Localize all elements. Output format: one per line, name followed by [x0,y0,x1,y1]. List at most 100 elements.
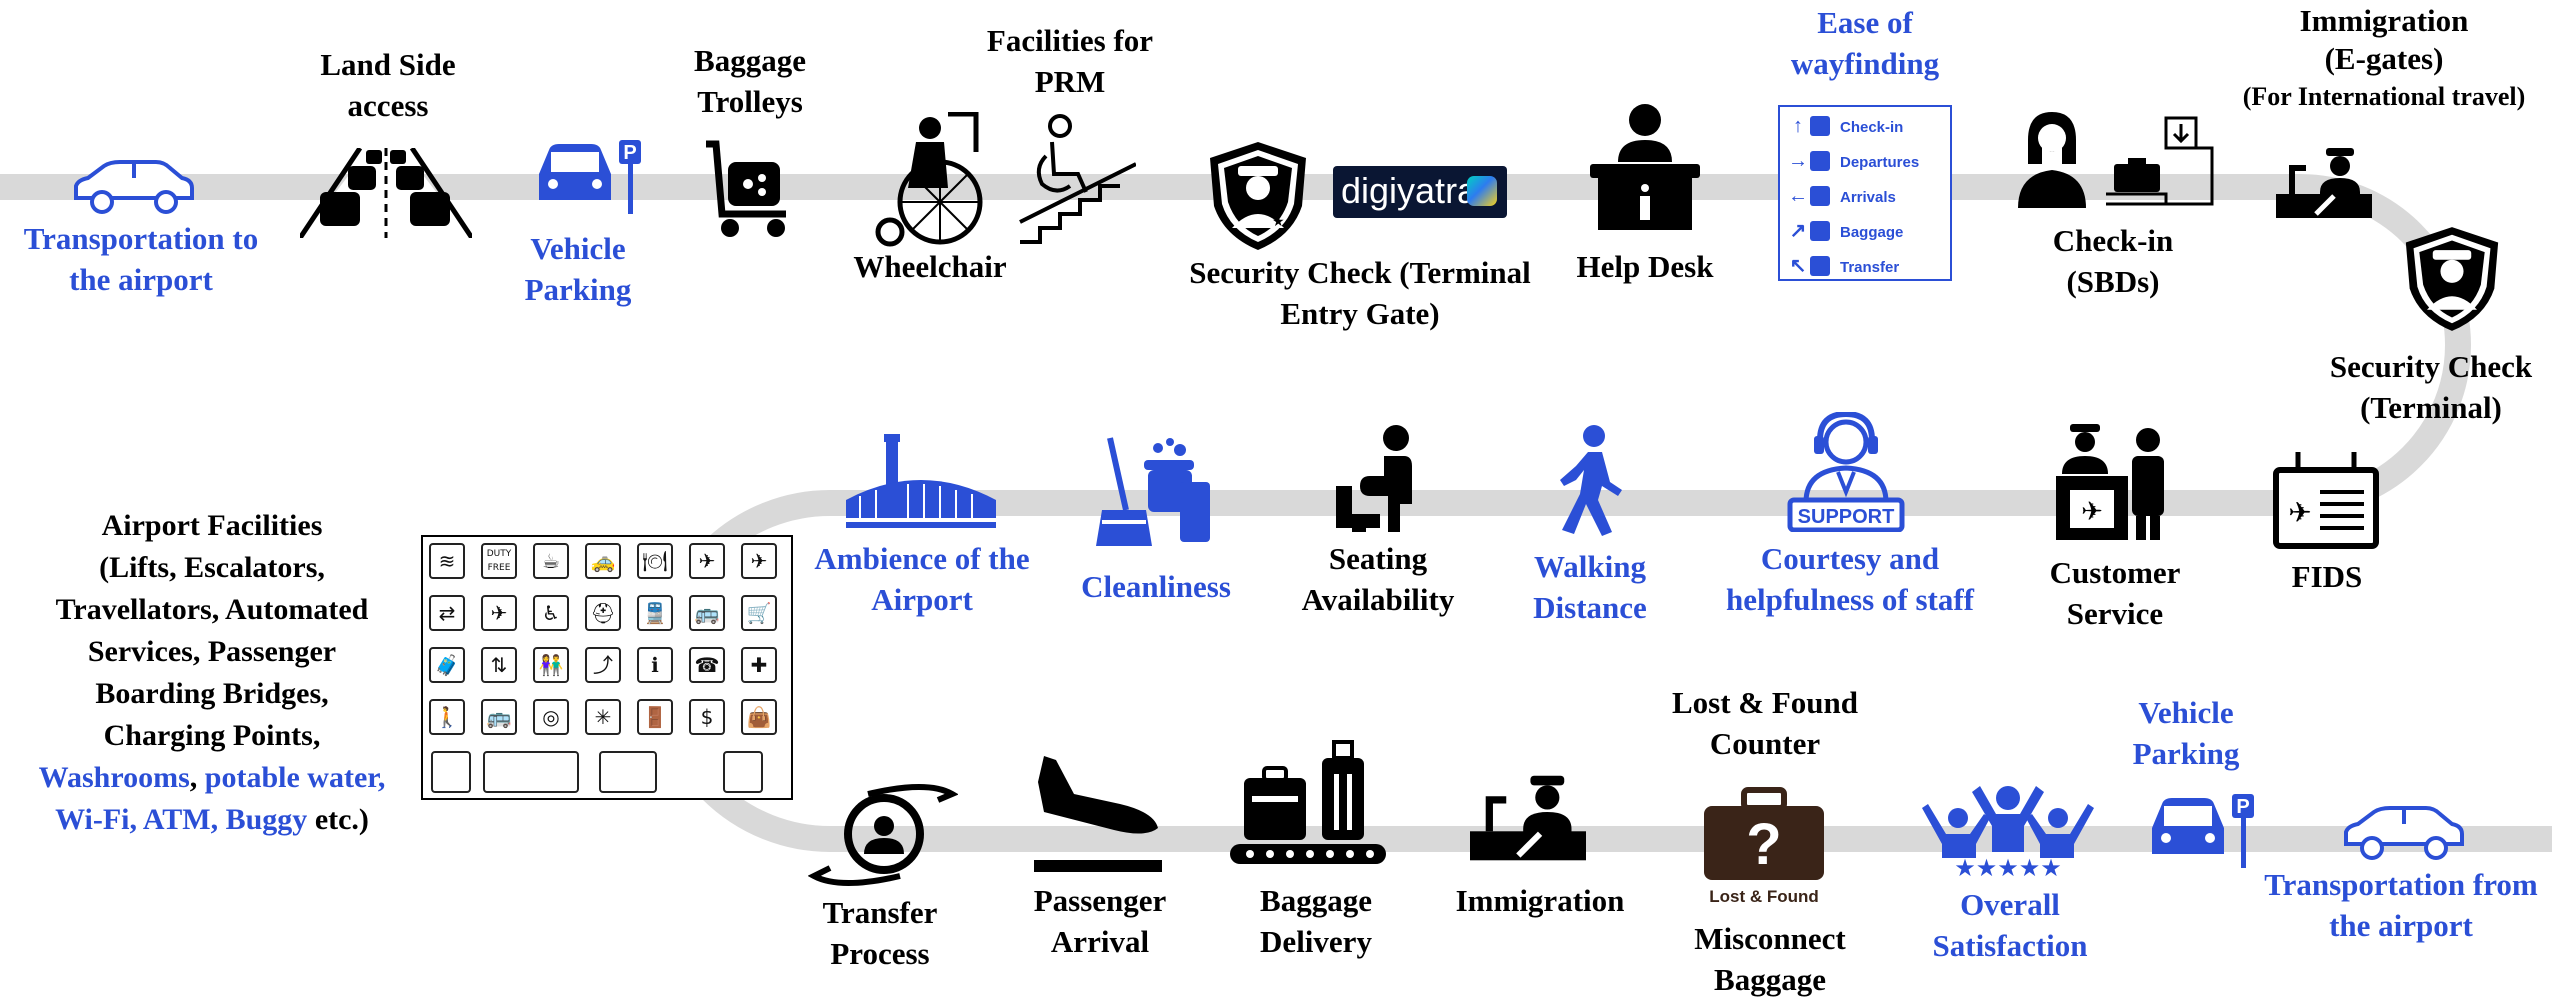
svg-text:?: ? [1746,812,1781,877]
facility-pictogram-icon: 🚶 [429,699,465,735]
wayfinding-row: ↑Check-in [1793,115,1904,137]
transfer-process-icon [808,780,958,890]
facility-pictogram-icon: ⛑ [585,595,621,631]
wayfinding-row: ↖Transfer [1789,255,1900,277]
svg-text:P: P [2236,796,2249,818]
facility-pictogram-icon: ♿ [533,595,569,631]
airport-building-icon [846,430,996,530]
facility-pictogram-icon: ☕ [533,543,569,579]
facility-pictogram-icon: ◎ [533,699,569,735]
facility-pictogram-icon: ✳ [585,699,621,735]
label-help-desk: Help Desk [1576,249,1714,284]
facility-pictogram-icon: ℹ [637,647,673,683]
facility-pictogram-icon: ✈ [481,595,517,631]
security-guard-icon: ★ [1206,140,1310,252]
car-icon [2340,806,2468,862]
no-smoking-icon [431,751,471,793]
wheelchair-icon [868,112,992,248]
seat-icon [1330,424,1424,534]
facility-pictogram-icon: 🚌 [481,699,517,735]
parking-icon: P [2148,792,2254,868]
parking-icon: P [535,138,641,214]
support-badge-text: SUPPORT [1798,506,1895,528]
arrival-plane-icon [1034,756,1162,874]
facility-pictogram-icon: 🍽 [637,543,673,579]
happy-crowd-icon: ★★★★★ [1920,778,2096,878]
baggage-delivery-icon [1230,740,1386,866]
label-cleanliness: Cleanliness [1081,569,1231,604]
svg-text:★: ★ [1272,215,1285,230]
departures-icon [1810,151,1830,171]
support-agent-icon: SUPPORT [1786,412,1906,532]
immigration-officer-icon [1470,768,1586,868]
transfer-icon [1810,256,1830,276]
svg-text:★★★★★: ★★★★★ [1954,856,2062,878]
help-desk-icon [1586,102,1704,230]
facility-pictogram-icon: ⇄ [429,595,465,631]
car-icon [70,160,198,216]
wayfinding-sign: ↑Check-in →Departures ←Arrivals ↗Baggage… [1778,105,1952,281]
facility-pictogram-icon: ⇅ [481,647,517,683]
checkin-icon [1810,116,1830,136]
svg-text:✈: ✈ [2288,498,2311,529]
customer-service-icon: ✈ [2056,424,2176,540]
facility-pictogram-icon: 🛒 [741,595,777,631]
baggage-icon [1810,221,1830,241]
svg-text:✈: ✈ [2081,497,2103,526]
walking-person-icon [1554,424,1626,536]
facility-pictogram-icon: 🧳 [429,647,465,683]
facility-pictogram-icon: 👫 [533,647,569,683]
facility-pictogram-icon: ✈ [741,543,777,579]
label-security-terminal: Security Check(Terminal) [2329,349,2533,425]
lost-found-suitcase-icon: ?Lost & Found [1696,786,1832,906]
fids-screen-icon: ✈ [2272,450,2380,550]
ramp-accessibility-icon [1016,112,1136,248]
checkin-agent-icon [2016,108,2216,208]
trolley-icon [700,140,796,240]
label-immigration: Immigration [1455,883,1625,918]
facility-pictogram-icon: 🚕 [585,543,621,579]
airport-facilities-text: Airport Facilities (Lifts, Escalators, T… [38,509,386,836]
facility-pictogram-icon: ≋ [429,543,465,579]
facility-pictogram-icon: ✈ [689,543,725,579]
facility-pictogram-icon: ☎ [689,647,725,683]
facility-pictogram-icon: 🚌 [689,595,725,631]
facility-pictogram-icon: 🚪 [637,699,673,735]
security-guard-icon [2402,224,2502,334]
wayfinding-row: ←Arrivals [1788,185,1896,207]
facility-pictogram-grid: ≋DUTY FREE☕🚕🍽✈✈⇄✈♿⛑🚆🚌🛒🧳⇅👫⤴ℹ☎✚🚶🚌◎✳🚪$👜 [421,535,793,800]
digiyatra-mark-icon [1467,176,1497,206]
label-checkin: Check-in(SBDs) [2052,223,2174,299]
label-fids: FIDS [2291,559,2363,594]
traffic-icon [300,148,472,238]
wall-sign-icon [723,751,763,793]
facility-pictogram-icon: $ [689,699,725,735]
facility-pictogram-icon: DUTY FREE [481,543,517,579]
arrivals-icon [1810,186,1830,206]
facility-pictogram-icon: ⤴ [585,647,621,683]
digiyatra-logo: digiyatra [1333,166,1507,218]
mobile-tower-icon [599,751,657,793]
wayfinding-row: →Departures [1788,150,1920,172]
facility-pictogram-icon: 🚆 [637,595,673,631]
label-immigration-egates: Immigration(E-gates) (For International … [2242,3,2526,111]
